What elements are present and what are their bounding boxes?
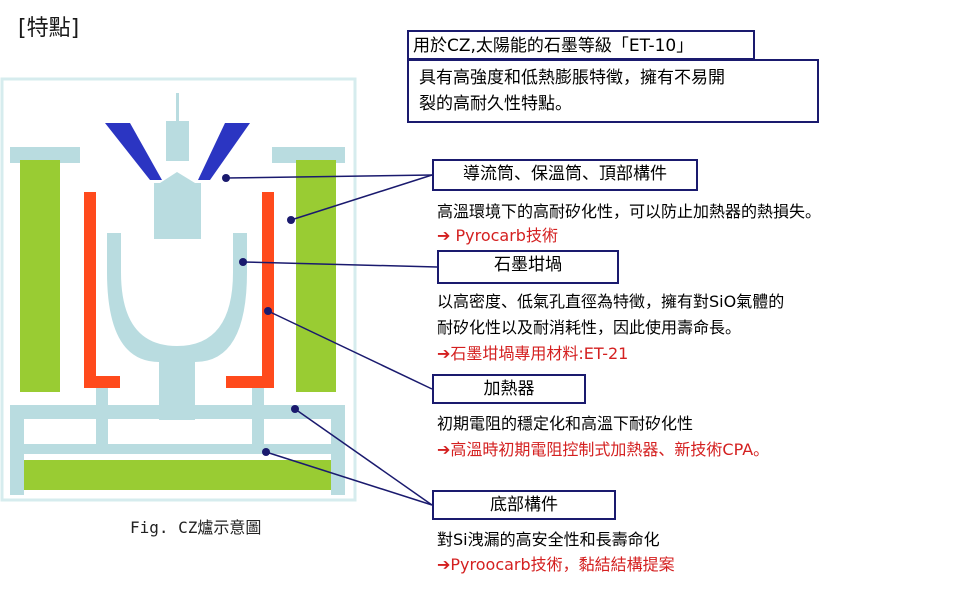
section-heading: [特點]: [18, 16, 80, 41]
grade-title-box: 用於CZ,太陽能的石墨等級「ET-10」: [407, 30, 755, 60]
bottom-leg-right: [331, 405, 345, 495]
heat-shield-right: [198, 123, 250, 180]
leader-dot-3: [239, 258, 247, 266]
grade-desc-line1: 具有高強度和低熱膨脹特徵，擁有不易開: [419, 68, 725, 88]
label-top-parts: 導流筒、保溫筒、頂部構件: [432, 159, 698, 191]
heater-left: [84, 192, 120, 388]
leader-line-4a: [294, 408, 433, 506]
insulation-left: [20, 160, 60, 392]
label-bottom-parts: 底部構件: [432, 490, 616, 520]
ingot-neck: [154, 183, 201, 239]
label-heater-text: 加熱器: [483, 379, 535, 399]
bottom-plate: [24, 444, 331, 454]
grade-desc-box: 具有高強度和低熱膨脹特徵，擁有不易開 裂的高耐久性特點。: [407, 59, 819, 123]
leader-line-4b: [265, 451, 433, 506]
desc-crucible-line2: 耐矽化性以及耐消耗性，因此使用壽命長。: [437, 318, 742, 337]
label-bottom-parts-text: 底部構件: [490, 495, 558, 515]
label-top-parts-text: 導流筒、保溫筒、頂部構件: [463, 164, 667, 184]
bottom-post-1: [96, 388, 108, 448]
leader-line-1a: [225, 174, 433, 179]
label-crucible-text: 石墨坩堝: [494, 255, 562, 275]
leader-dot-1: [222, 174, 230, 182]
desc-heater: 初期電阻的穩定化和高溫下耐矽化性: [437, 414, 694, 433]
leader-dot-6: [262, 448, 270, 456]
leader-line-3: [267, 310, 433, 390]
chamber-frame: [0, 77, 357, 502]
figure-caption: Fig. CZ爐示意圖: [130, 518, 262, 537]
heat-shield-left: [105, 123, 162, 180]
note-heater: ➔高溫時初期電阻控制式加熱器、新技術CPA。: [437, 440, 770, 459]
grade-title: 用於CZ,太陽能的石墨等級「ET-10」: [413, 36, 694, 56]
desc-crucible-line1: 以高密度、低氣孔直徑為特徵，擁有對SiO氣體的: [437, 292, 785, 311]
leader-dot-5: [291, 405, 299, 413]
note-top-parts: ➔ Pyrocarb技術: [437, 226, 558, 245]
desc-bottom-parts: 對Si洩漏的高安全性和長壽命化: [437, 530, 660, 549]
label-crucible: 石墨坩堝: [437, 250, 619, 284]
top-shaft: [176, 93, 179, 121]
leader-line-1b: [290, 174, 433, 221]
leader-line-2: [242, 261, 438, 268]
seed-holder: [166, 121, 189, 161]
note-bottom-parts: ➔Pyroocarb技術，黏結結構提案: [437, 555, 675, 574]
insulation-right: [296, 160, 336, 392]
leader-dot-4: [264, 307, 272, 315]
leader-dot-2: [287, 216, 295, 224]
bottom-leg-left: [10, 405, 24, 495]
grade-desc-line2: 裂的高耐久性特點。: [419, 94, 572, 114]
note-crucible: ➔石墨坩堝專用材料:ET-21: [437, 344, 629, 363]
desc-top-parts: 高溫環境下的高耐矽化性，可以防止加熱器的熱損失。: [437, 202, 822, 221]
graphite-crucible: [107, 233, 247, 420]
bottom-insulation: [24, 460, 331, 490]
heater-right: [226, 192, 274, 388]
label-heater: 加熱器: [432, 374, 586, 404]
bottom-post-2: [252, 388, 264, 448]
